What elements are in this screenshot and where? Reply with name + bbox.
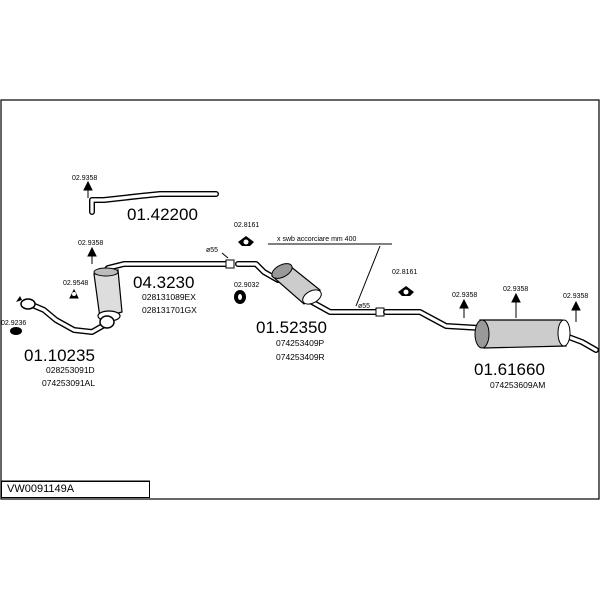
oem-ref: 074253409R bbox=[276, 352, 325, 362]
fitting-label: 02.9032 bbox=[234, 282, 259, 289]
rubber-mount-icon bbox=[234, 290, 246, 304]
part-number: 01.42200 bbox=[127, 205, 198, 224]
rear-silencer-icon bbox=[474, 319, 571, 349]
oem-ref: 074253409P bbox=[276, 338, 325, 348]
hanger-icon bbox=[459, 298, 469, 318]
part-number: 01.52350 bbox=[256, 318, 327, 337]
part-number: 04.3230 bbox=[133, 273, 194, 292]
diameter-label: ø55 bbox=[358, 303, 370, 310]
gasket-icon bbox=[10, 327, 22, 335]
fitting-label: 02.9358 bbox=[72, 175, 97, 182]
pipe-01-61660 bbox=[383, 309, 599, 353]
middle-silencer-icon bbox=[270, 263, 322, 305]
annotation-leader bbox=[355, 245, 381, 307]
fitting-label: 02.9358 bbox=[452, 292, 477, 299]
hanger-bracket-icon bbox=[238, 236, 254, 246]
hanger-icon bbox=[511, 292, 521, 318]
fitting-label: 02.8161 bbox=[392, 269, 417, 276]
oem-ref: 028131089EX bbox=[142, 292, 196, 302]
pipe-01-52350 bbox=[235, 261, 379, 315]
oem-ref: 028131701GX bbox=[142, 305, 197, 315]
hanger-icon bbox=[571, 300, 581, 322]
clamp-icon bbox=[69, 288, 79, 299]
diameter-label: ø55 bbox=[206, 247, 218, 254]
fitting-label: 02.9236 bbox=[1, 320, 26, 327]
oem-ref: 074253091AL bbox=[42, 378, 95, 388]
gasket-icon bbox=[16, 296, 22, 302]
fitting-label: 02.9548 bbox=[63, 280, 88, 287]
fitting-label: 02.9358 bbox=[78, 240, 103, 247]
oem-ref: 074253609AM bbox=[490, 380, 545, 390]
fitting-label: 02.9358 bbox=[503, 286, 528, 293]
fitting-label: 02.8161 bbox=[234, 222, 259, 229]
part-number: 01.61660 bbox=[474, 360, 545, 379]
hanger-icon bbox=[83, 180, 93, 198]
diagram-frame bbox=[0, 99, 600, 500]
hanger-icon bbox=[87, 246, 97, 264]
part-number: 01.10235 bbox=[24, 346, 95, 365]
annotation-text: x swb accorciare mm 400 bbox=[277, 236, 356, 243]
fitting-label: 02.9358 bbox=[563, 293, 588, 300]
diagram-code: VW0091149A bbox=[1, 481, 150, 498]
pipe-01-42200 bbox=[89, 191, 219, 215]
catalytic-converter-icon bbox=[93, 267, 123, 322]
hanger-bracket-icon bbox=[398, 286, 414, 296]
pipe-01-10235 bbox=[20, 298, 115, 335]
oem-ref: 028253091D bbox=[46, 365, 95, 375]
